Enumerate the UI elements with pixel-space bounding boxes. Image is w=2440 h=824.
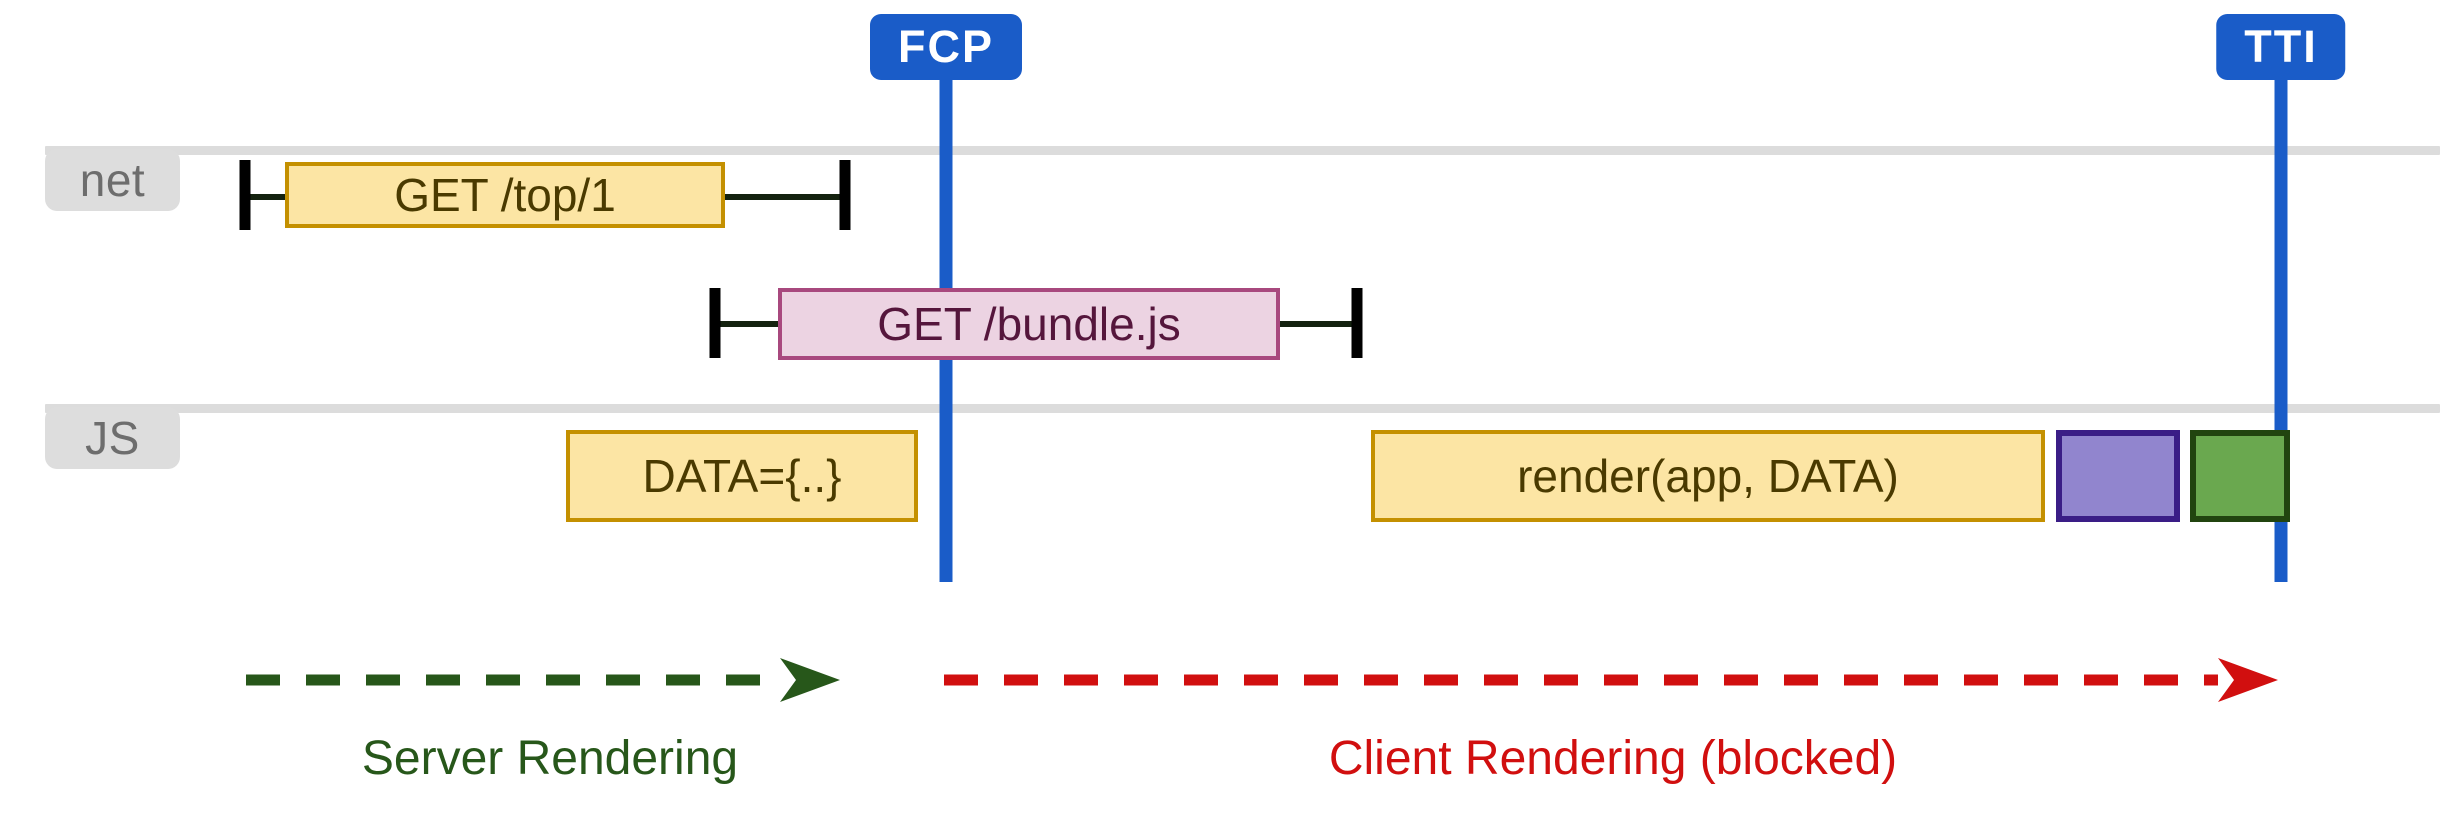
- server-rendering-arrow-head: [780, 658, 840, 702]
- lane-rule-js: [45, 404, 2440, 413]
- whisker-cap-right-get-top: [839, 160, 851, 230]
- task-label-get-bundle: GET /bundle.js: [877, 298, 1181, 350]
- task-label-data-assign: DATA={..}: [642, 450, 842, 502]
- server-rendering-label-text: Server Rendering: [361, 732, 739, 785]
- task-box-data-assign[interactable]: DATA={..}: [566, 430, 918, 522]
- client-rendering-arrow: [944, 658, 2278, 702]
- client-rendering-label: Client Rendering (blocked): [1329, 735, 1897, 783]
- marker-badge-tti[interactable]: TTI: [2216, 14, 2346, 80]
- lane-label-net: net: [79, 154, 146, 206]
- task-box-render-app[interactable]: render(app, DATA): [1371, 430, 2045, 522]
- marker-label-fcp: FCP: [898, 21, 994, 72]
- lane-chip-js: JS: [45, 407, 180, 469]
- task-box-get-top[interactable]: GET /top/1: [285, 162, 725, 228]
- whisker-cap-right-get-bundle: [1351, 288, 1363, 358]
- task-label-get-top: GET /top/1: [394, 169, 616, 221]
- client-rendering-label-text: Client Rendering (blocked): [1328, 732, 1898, 785]
- task-label-render-app: render(app, DATA): [1517, 450, 1899, 502]
- lane-label-js: JS: [85, 412, 140, 464]
- client-rendering-arrow-head: [2218, 658, 2278, 702]
- server-rendering-label: Server Rendering: [362, 735, 738, 783]
- task-box-get-bundle[interactable]: GET /bundle.js: [778, 288, 1280, 360]
- marker-label-tti: TTI: [2244, 21, 2318, 72]
- lane-chip-net: net: [45, 149, 180, 211]
- marker-badge-fcp[interactable]: FCP: [870, 14, 1022, 80]
- lane-rule-net: [45, 146, 2440, 155]
- task-box-paint-green[interactable]: [2190, 430, 2290, 522]
- whisker-cap-left-get-bundle: [709, 288, 721, 358]
- server-rendering-arrow: [246, 658, 840, 702]
- task-box-hydrate-purple[interactable]: [2056, 430, 2180, 522]
- whisker-cap-left-get-top: [239, 160, 251, 230]
